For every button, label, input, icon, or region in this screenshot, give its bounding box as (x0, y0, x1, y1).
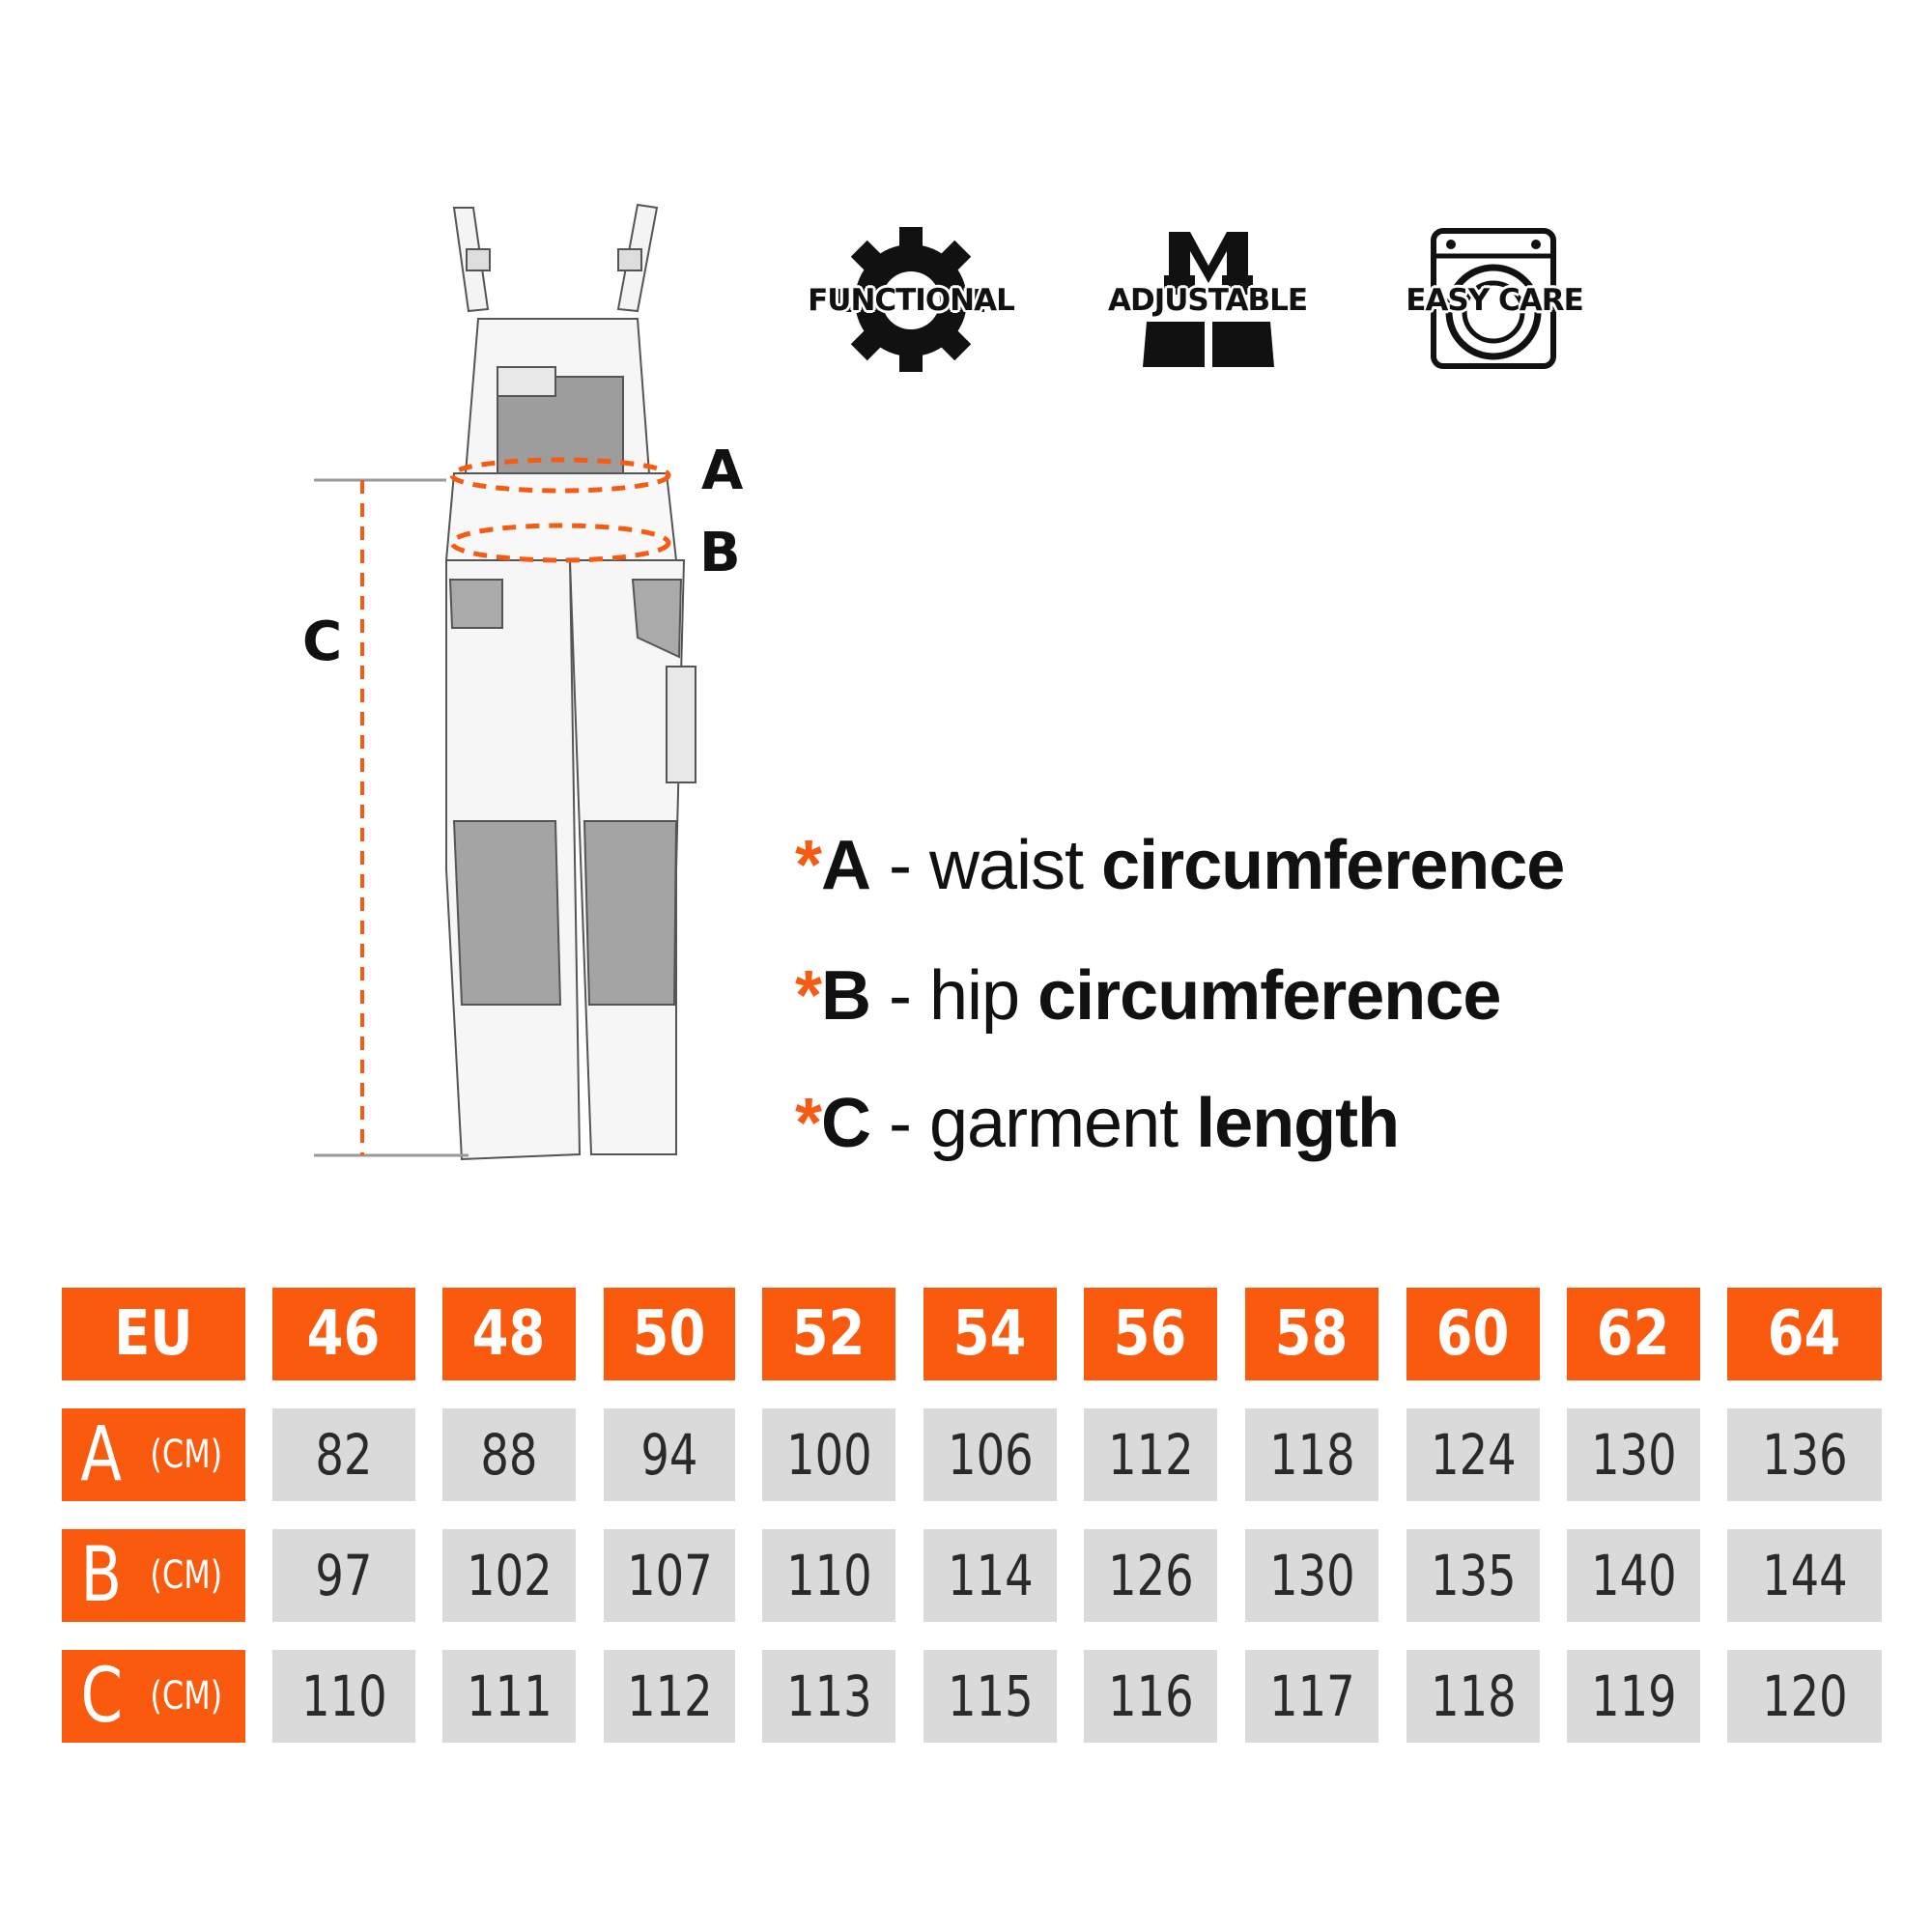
size-header: 52 (762, 1288, 895, 1380)
table-cell: 130 (1245, 1529, 1378, 1622)
legend-hip: *B - hip circumference (795, 956, 1501, 1036)
table-cell: 112 (1084, 1408, 1217, 1501)
table-cell: 97 (272, 1529, 415, 1622)
legend-text: waist (929, 827, 1102, 904)
table-cell: 118 (1406, 1650, 1540, 1743)
table-cell: 102 (442, 1529, 576, 1622)
legend-star: * (795, 1085, 822, 1162)
table-cell: 144 (1727, 1529, 1882, 1622)
table-cell: 136 (1727, 1408, 1882, 1501)
washing-machine-icon (1431, 228, 1556, 369)
table-cell: 130 (1567, 1408, 1700, 1501)
row-label-c: C(CM) (62, 1650, 245, 1743)
feature-adjustable: ADJUSTABLE (1087, 227, 1328, 372)
diagram-label-c: C (302, 611, 343, 673)
row-label-b: B(CM) (62, 1529, 245, 1622)
size-header: 58 (1245, 1288, 1378, 1380)
legend-length: *C - garment length (795, 1084, 1400, 1163)
legend-dash: - (870, 957, 930, 1035)
feature-easycare: EASY CARE (1374, 227, 1615, 372)
gear-icon (838, 227, 984, 372)
table-cell: 119 (1567, 1650, 1700, 1743)
legend-key: A (821, 827, 871, 904)
table-cell: 94 (604, 1408, 735, 1501)
overalls-sketch (314, 203, 696, 1161)
table-cell: 112 (604, 1650, 735, 1743)
table-cell: 114 (923, 1529, 1057, 1622)
size-header: 64 (1727, 1288, 1882, 1380)
legend-text: garment (929, 1085, 1197, 1162)
diagram-label-b: B (699, 522, 741, 584)
table-corner-eu: EU (62, 1288, 245, 1380)
legend-emphasis: circumference (1037, 957, 1501, 1035)
table-cell: 117 (1245, 1650, 1378, 1743)
table-cell: 100 (762, 1408, 895, 1501)
table-cell: 135 (1406, 1529, 1540, 1622)
legend-emphasis: circumference (1101, 827, 1565, 904)
legend-star: * (795, 957, 822, 1035)
size-header: 46 (272, 1288, 415, 1380)
table-cell: 126 (1084, 1529, 1217, 1622)
table-cell: 110 (272, 1650, 415, 1743)
legend-text: hip (929, 957, 1038, 1035)
table-cell: 115 (923, 1650, 1057, 1743)
legend-dash: - (870, 1085, 930, 1162)
table-cell: 82 (272, 1408, 415, 1501)
table-cell: 107 (604, 1529, 735, 1622)
size-header: 62 (1567, 1288, 1700, 1380)
feature-label: EASY CARE (1406, 283, 1584, 318)
table-cell: 110 (762, 1529, 895, 1622)
feature-label: ADJUSTABLE (1107, 283, 1308, 318)
size-header: 54 (923, 1288, 1057, 1380)
suspenders-icon (1143, 232, 1274, 367)
table-cell: 124 (1406, 1408, 1540, 1501)
table-cell: 140 (1567, 1529, 1700, 1622)
size-header: 48 (442, 1288, 576, 1380)
size-header: 56 (1084, 1288, 1217, 1380)
size-header: 60 (1406, 1288, 1540, 1380)
feature-label: FUNCTIONAL (808, 283, 1015, 318)
table-cell: 111 (442, 1650, 576, 1743)
legend-key: C (821, 1085, 871, 1162)
legend-waist: *A - waist circumference (795, 826, 1565, 905)
size-header: 50 (604, 1288, 735, 1380)
legend-dash: - (870, 827, 930, 904)
table-cell: 120 (1727, 1650, 1882, 1743)
table-cell: 113 (762, 1650, 895, 1743)
row-label-a: A(CM) (62, 1408, 245, 1501)
diagram-label-a: A (701, 440, 744, 502)
table-cell: 118 (1245, 1408, 1378, 1501)
legend-emphasis: length (1196, 1085, 1400, 1162)
table-cell: 88 (442, 1408, 576, 1501)
legend-key: B (821, 957, 871, 1035)
table-cell: 106 (923, 1408, 1057, 1501)
legend-star: * (795, 827, 822, 904)
table-cell: 116 (1084, 1650, 1217, 1743)
feature-functional: FUNCTIONAL (790, 227, 1032, 372)
